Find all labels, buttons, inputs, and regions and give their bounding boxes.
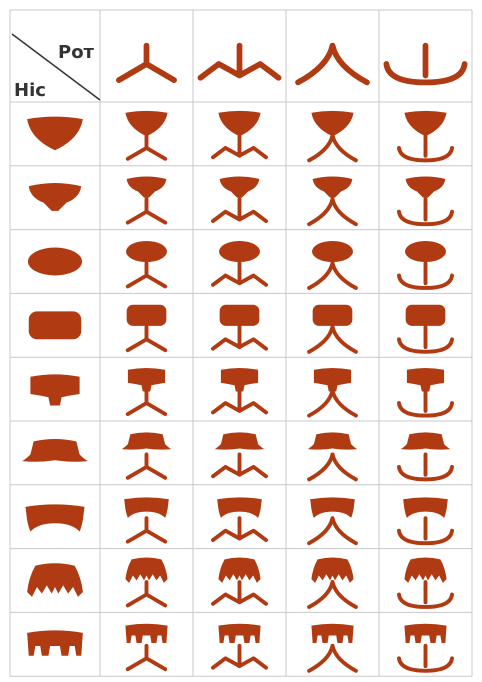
row-axis-label: Hіс <box>14 80 46 101</box>
top-oval-top <box>126 241 167 262</box>
top-oval-top <box>312 241 353 262</box>
column-axis-label: Pот <box>58 42 95 63</box>
top-rounded-square-top <box>406 305 446 326</box>
top-rounded-square-top <box>220 305 260 326</box>
top-rounded-square-top <box>313 305 353 326</box>
top-oval-top <box>219 241 260 262</box>
row-rounded-square-top <box>29 311 81 339</box>
row-oval-top <box>28 248 82 276</box>
top-oval-top <box>405 241 446 262</box>
top-rounded-square-top <box>127 305 167 326</box>
